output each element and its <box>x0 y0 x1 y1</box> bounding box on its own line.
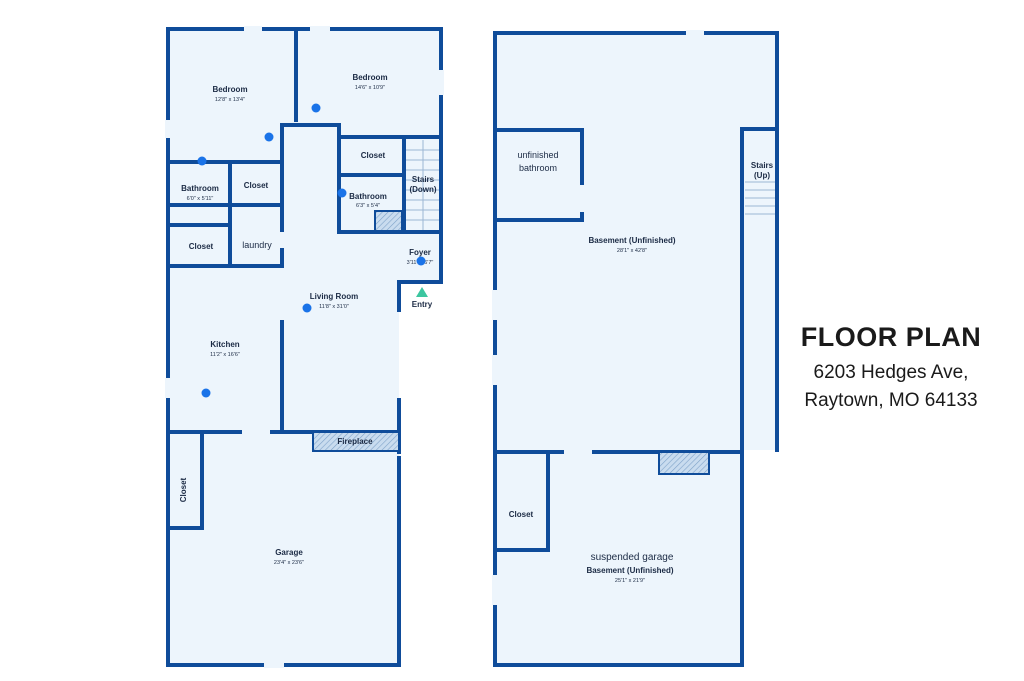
entry-triangle-icon <box>416 287 428 297</box>
floor-plan-heading: FLOOR PLAN <box>800 322 982 352</box>
entry-label: Entry <box>412 300 433 309</box>
bedroom-1-dims: 12'8" x 13'4" <box>215 97 245 103</box>
stairs-up-label-line2: (Up) <box>754 171 770 180</box>
garage-label: Garage <box>275 548 303 557</box>
basement-2-label: Basement (Unfinished) <box>586 566 673 575</box>
stairs-down-graphic <box>406 140 439 230</box>
closet-3-label: Closet <box>189 242 214 251</box>
stairs-up-label-line1: Stairs <box>751 161 774 170</box>
closet-1-label: Closet <box>361 151 386 160</box>
title-block: FLOOR PLAN 6203 Hedges Ave, Raytown, MO … <box>786 322 996 415</box>
living-room-label: Living Room <box>310 292 358 301</box>
basement-2-dims: 25'1" x 21'9" <box>615 578 645 584</box>
camera-position-dot[interactable] <box>197 156 207 166</box>
bathroom-2-label: Bathroom <box>349 192 387 201</box>
kitchen-label: Kitchen <box>210 340 239 349</box>
photo-markers <box>197 103 426 398</box>
camera-position-dot[interactable] <box>302 303 312 313</box>
camera-position-dot[interactable] <box>264 132 274 142</box>
closet-2-label: Closet <box>244 181 269 190</box>
stairs-down-label-line1: Stairs <box>412 175 435 184</box>
stairs-up-graphic <box>745 181 775 215</box>
bathroom-1-dims: 6'0" x 5'11" <box>187 196 214 202</box>
basement-closet-label: Closet <box>509 510 534 519</box>
camera-position-dot[interactable] <box>416 256 426 266</box>
bathroom-1-label: Bathroom <box>181 184 219 193</box>
living-room-dims: 11'8" x 31'0" <box>319 304 349 310</box>
garage-dims: 23'4" x 23'6" <box>274 560 304 566</box>
bedroom-2-label: Bedroom <box>352 73 387 82</box>
stairs-down-label-line2: (Down) <box>409 185 436 194</box>
unfinished-bathroom-label-line2: bathroom <box>519 163 557 173</box>
kitchen-dims: 11'2" x 16'6" <box>210 352 240 358</box>
unfinished-bathroom-label-line1: unfinished <box>517 150 558 160</box>
basement-1-label: Basement (Unfinished) <box>588 236 675 245</box>
bedroom-2-dims: 14'6" x 10'9" <box>355 85 385 91</box>
fireplace-label: Fireplace <box>337 437 373 446</box>
basement-1-dims: 28'1" x 42'8" <box>617 248 647 254</box>
address-line-2: Raytown, MO 64133 <box>804 390 978 411</box>
camera-position-dot[interactable] <box>201 388 211 398</box>
main-floor-plan <box>165 26 444 668</box>
basement-plan <box>492 30 779 667</box>
closet-4-label: Closet <box>179 477 188 502</box>
laundry-label: laundry <box>242 240 272 250</box>
bedroom-1-label: Bedroom <box>212 85 247 94</box>
camera-position-dot[interactable] <box>337 188 347 198</box>
address-line-1: 6203 Hedges Ave, <box>813 362 969 383</box>
bathroom-2-dims: 6'3" x 5'4" <box>356 203 380 209</box>
camera-position-dot[interactable] <box>311 103 321 113</box>
suspended-garage-label: suspended garage <box>591 552 674 563</box>
foyer-label: Foyer <box>409 248 431 257</box>
